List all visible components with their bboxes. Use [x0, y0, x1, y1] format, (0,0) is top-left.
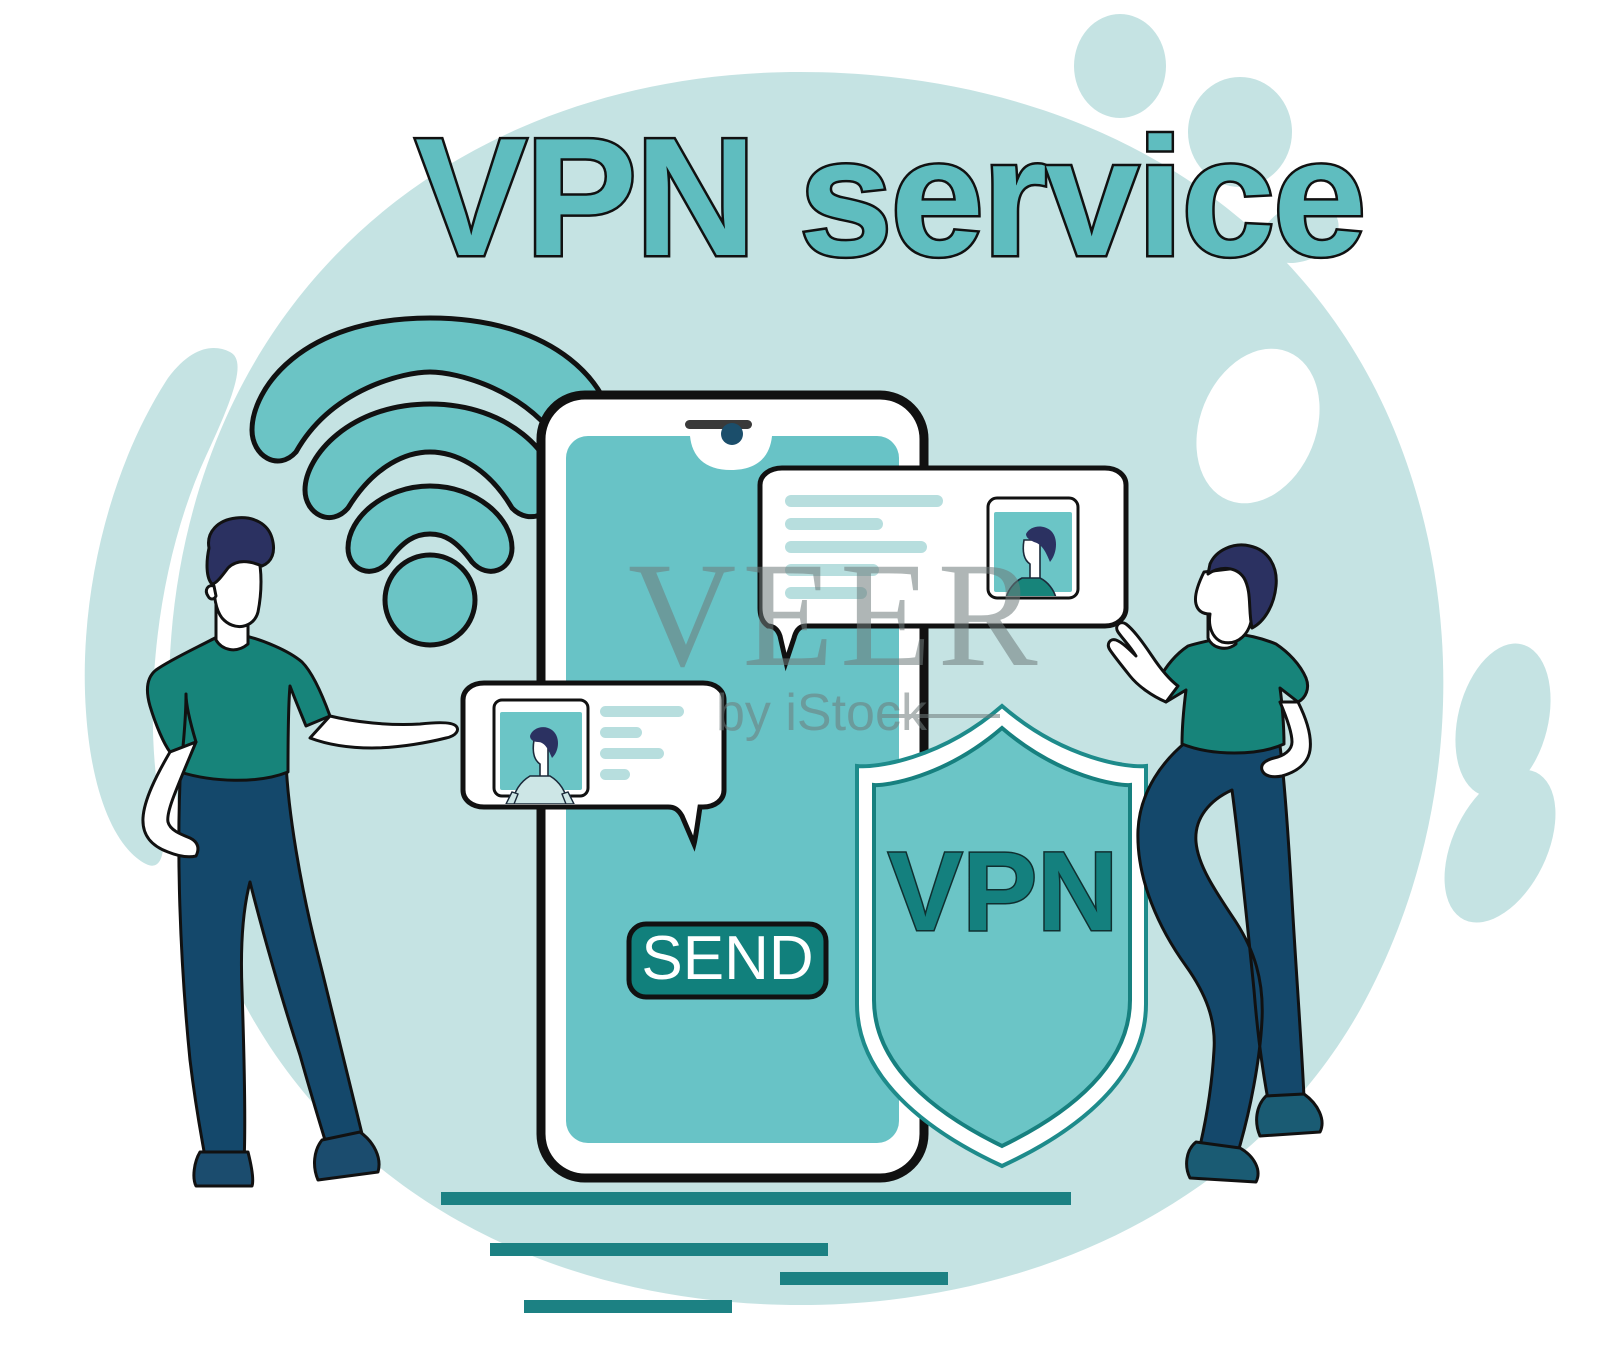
chat-line [785, 518, 883, 530]
shield-face [872, 725, 1132, 1149]
avatar-hair [530, 727, 558, 758]
wifi-dot [382, 552, 478, 648]
person-right-woman [1106, 543, 1324, 1184]
ground-bars [441, 1192, 1071, 1313]
send-button-label: SEND [641, 924, 813, 993]
avatar-figure [504, 727, 576, 804]
watermark: VEER by iStock [628, 532, 1044, 742]
page-title: VPN service [413, 101, 1369, 294]
wifi-arc-inner [345, 483, 515, 574]
watermark-rule [880, 714, 1000, 718]
ellipse-top-large [1188, 77, 1292, 187]
watermark-sub-text: by iStock [716, 684, 928, 742]
crescent-left [84, 348, 238, 866]
person-left-legs [177, 758, 366, 1164]
person-left-man [141, 516, 460, 1188]
chat-line [600, 748, 664, 759]
shield-label: VPN [888, 829, 1118, 954]
ellipse-right-low [1444, 769, 1556, 923]
person-right-shoe-front [1255, 1092, 1324, 1138]
avatar [986, 496, 1080, 600]
person-right-arm-raised [1106, 621, 1180, 704]
chat-bubble-outgoing[interactable] [757, 465, 1129, 672]
avatar-hair [1026, 526, 1056, 562]
send-button-background[interactable] [626, 921, 829, 1000]
avatar-shirt [1005, 577, 1057, 596]
avatar-arm-left [504, 791, 519, 804]
person-right-legs [1136, 740, 1306, 1154]
chat-bubble-incoming[interactable] [460, 680, 727, 852]
avatar [492, 698, 590, 804]
person-right-arm-hip [1260, 700, 1312, 779]
person-left-hair [205, 516, 276, 586]
watermark-main-text: VEER [628, 532, 1044, 698]
send-button[interactable]: SEND [626, 921, 829, 1000]
ground-bar [524, 1300, 732, 1313]
person-right-shoe-back [1185, 1140, 1260, 1184]
chat-line [600, 727, 642, 738]
ellipse-cutout-white [1196, 348, 1320, 504]
ground-bar [490, 1243, 828, 1256]
person-left-shoe-back [192, 1150, 255, 1188]
chat-line [600, 769, 630, 780]
ground-bar [441, 1192, 1071, 1205]
page-title-text: VPN service [415, 103, 1364, 291]
chat-line [785, 541, 927, 553]
ellipse-top-small [1074, 14, 1166, 118]
person-left-arm-extended [308, 714, 460, 750]
wifi-icon [249, 315, 615, 648]
phone-camera-icon [721, 423, 743, 445]
ellipse-top-right [1261, 203, 1339, 263]
chat-line [785, 564, 879, 576]
phone-speaker-icon [685, 420, 752, 429]
chat-line [785, 587, 867, 599]
avatar-figure [1005, 526, 1057, 596]
person-left-ear [204, 584, 218, 601]
vpn-shield: VPN [855, 703, 1148, 1169]
chat-line [600, 706, 684, 717]
phone-notch [690, 436, 772, 470]
chat-line [785, 495, 943, 507]
person-left-shoe-front [313, 1130, 381, 1182]
person-right-hair [1206, 543, 1278, 630]
ground-bar [780, 1272, 948, 1285]
person-left-arm-hip [141, 740, 200, 859]
avatar-arm-right [561, 791, 576, 804]
ellipse-right-tall [1455, 643, 1551, 797]
avatar-shirt [511, 775, 569, 804]
wifi-arc-middle [302, 401, 559, 521]
